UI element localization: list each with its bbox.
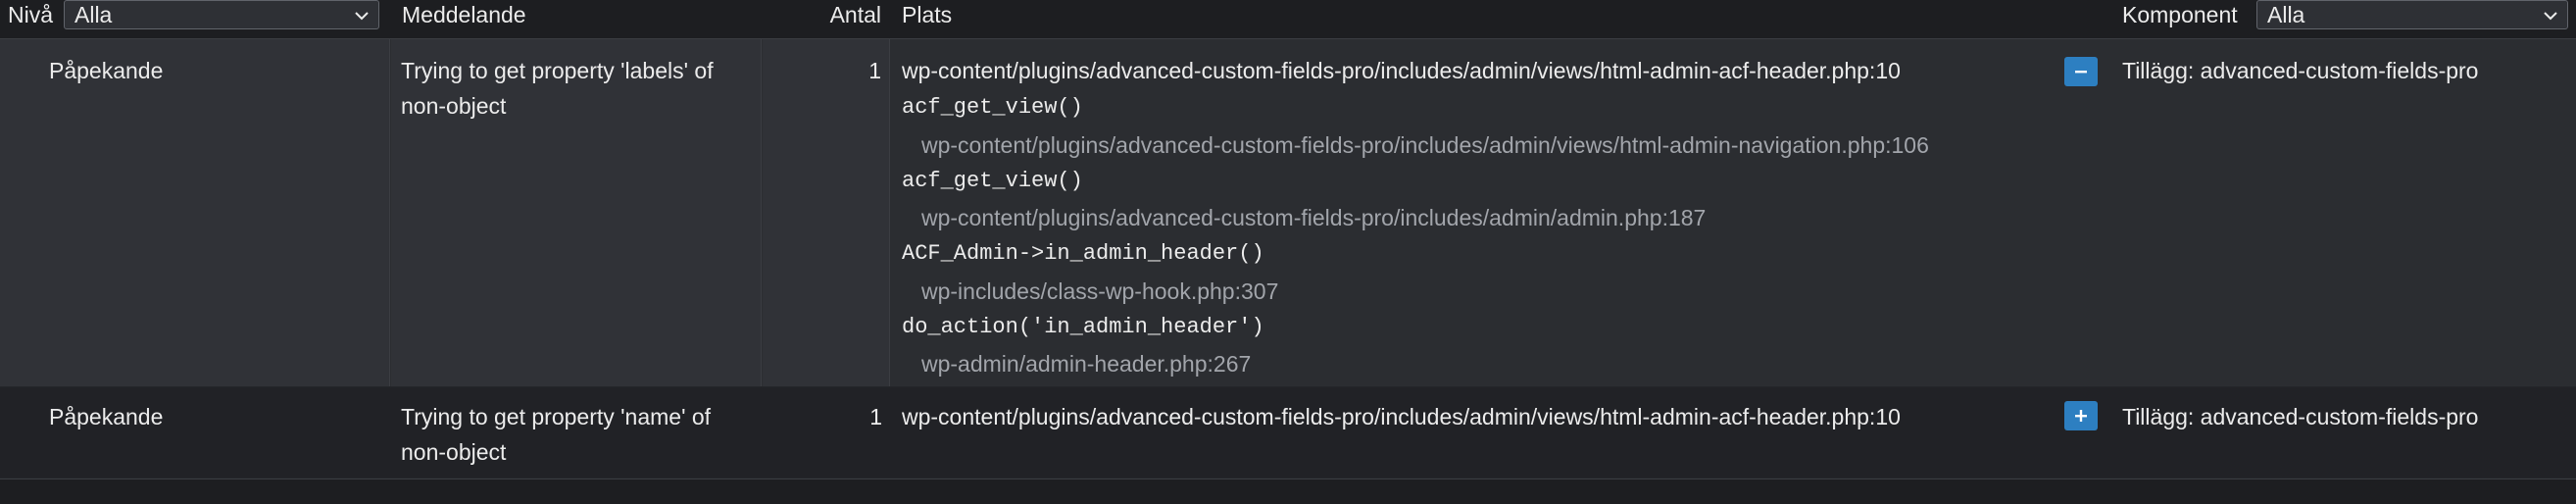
component-cell: Tillägg: advanced-custom-fields-pro bbox=[2114, 39, 2576, 386]
count-cell: 1 bbox=[763, 39, 890, 386]
level-filter-select[interactable]: Alla bbox=[64, 0, 379, 29]
table-row: Påpekande Trying to get property 'labels… bbox=[0, 39, 2576, 386]
plus-icon bbox=[2075, 410, 2087, 422]
component-filter-select[interactable]: Alla bbox=[2256, 0, 2568, 29]
collapse-stack-button[interactable] bbox=[2064, 57, 2098, 86]
stack-file: wp-content/plugins/advanced-custom-field… bbox=[921, 132, 1929, 158]
chevron-down-icon bbox=[2544, 12, 2557, 21]
location-cell: wp-content/plugins/advanced-custom-field… bbox=[891, 39, 2113, 386]
stack-file: wp-admin/admin-header.php:267 bbox=[921, 351, 1252, 377]
table-row: Påpekande Trying to get property 'name' … bbox=[0, 387, 2576, 478]
count-value: 1 bbox=[868, 58, 881, 83]
component-filter-value: Alla bbox=[2267, 2, 2305, 27]
message-line-2: non-object bbox=[401, 93, 507, 119]
message-line-1: Trying to get property 'labels' of bbox=[401, 58, 714, 83]
stack-file: wp-includes/class-wp-hook.php:307 bbox=[921, 278, 1279, 304]
level-value: Påpekande bbox=[49, 404, 164, 429]
stack-function: acf_get_view() bbox=[902, 169, 1083, 193]
level-value: Påpekande bbox=[49, 58, 164, 83]
count-column-header: Antal bbox=[829, 2, 881, 27]
stack-function: acf_get_view() bbox=[902, 95, 1083, 120]
count-cell: 1 bbox=[763, 387, 890, 478]
message-line-2: non-object bbox=[401, 439, 507, 465]
level-cell: Påpekande bbox=[0, 39, 390, 386]
stack-function: do_action('in_admin_header') bbox=[902, 315, 1264, 339]
component-cell: Tillägg: advanced-custom-fields-pro bbox=[2114, 387, 2576, 478]
count-value: 1 bbox=[869, 404, 882, 429]
stack-file: wp-content/plugins/advanced-custom-field… bbox=[921, 205, 1707, 230]
component-value: Tillägg: advanced-custom-fields-pro bbox=[2122, 404, 2479, 429]
component-column-header: Komponent bbox=[2122, 2, 2238, 27]
component-value: Tillägg: advanced-custom-fields-pro bbox=[2122, 58, 2479, 83]
panel-footer bbox=[0, 479, 2576, 504]
message-cell: Trying to get property 'name' of non-obj… bbox=[391, 387, 762, 478]
level-filter-value: Alla bbox=[74, 2, 113, 27]
location-cell: wp-content/plugins/advanced-custom-field… bbox=[891, 387, 2113, 478]
minus-icon bbox=[2075, 71, 2087, 74]
expand-stack-button[interactable] bbox=[2064, 401, 2098, 430]
location-column-header: Plats bbox=[902, 2, 953, 27]
message-column-header: Meddelande bbox=[402, 2, 526, 27]
message-cell: Trying to get property 'labels' of non-o… bbox=[391, 39, 762, 386]
level-cell: Påpekande bbox=[0, 387, 390, 478]
stack-function: ACF_Admin->in_admin_header() bbox=[902, 241, 1264, 266]
chevron-down-icon bbox=[355, 12, 369, 21]
location-path: wp-content/plugins/advanced-custom-field… bbox=[902, 404, 1901, 429]
level-column-header: Nivå bbox=[8, 2, 54, 27]
message-line-1: Trying to get property 'name' of bbox=[401, 404, 712, 429]
table-header: Nivå Alla Meddelande Antal Plats Kompone… bbox=[0, 0, 2576, 39]
location-path: wp-content/plugins/advanced-custom-field… bbox=[902, 58, 1901, 83]
